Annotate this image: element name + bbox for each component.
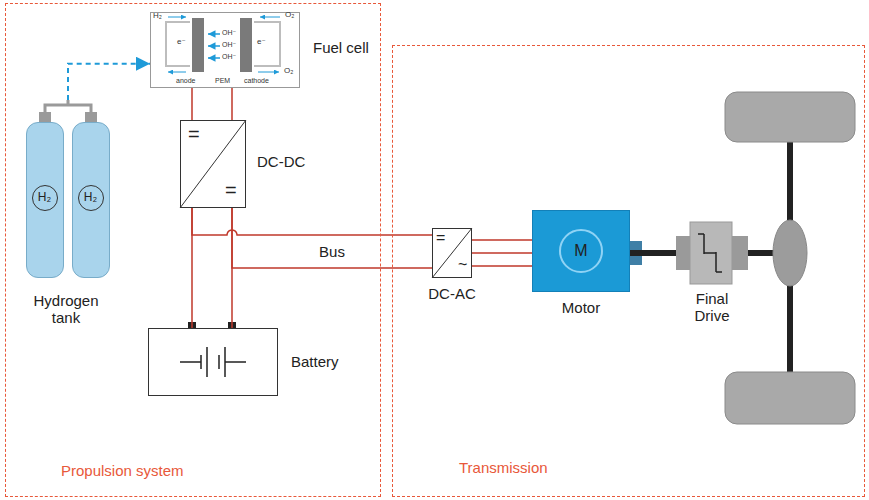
symbol-text: H₂ <box>78 185 104 211</box>
node-label: Final Drive <box>682 290 742 325</box>
flow-arrow <box>168 72 186 73</box>
axle-assembly <box>725 92 855 424</box>
power-wire <box>192 88 232 120</box>
node-label: DC-AC <box>412 285 492 302</box>
tank-group: Hydrogen tank H₂ H₂ <box>20 100 112 332</box>
symbol-text: M <box>559 229 603 273</box>
symbol-text: = <box>188 123 200 146</box>
anode-plate <box>192 18 204 72</box>
cathode-channel <box>254 22 280 66</box>
part-label: OH⁻ <box>222 41 236 49</box>
node-label: Transmission <box>459 459 548 476</box>
ion-arrow <box>208 33 220 35</box>
converter-diagonal <box>180 120 246 208</box>
hydrogen-cylinder: H₂ <box>26 122 64 278</box>
part-label: anode <box>176 77 195 85</box>
final-drive: Final Drive <box>676 222 748 284</box>
part-label: H₂ <box>153 12 162 21</box>
dc-ac-inverter: DC-AC=~ <box>432 228 472 278</box>
fuel-cell-interior <box>166 17 280 72</box>
battery-symbol <box>180 322 246 377</box>
hydrogen-feed <box>68 64 150 100</box>
final-drive-body <box>676 222 748 284</box>
wheel <box>725 372 855 424</box>
motor-box: MotorM <box>532 210 630 292</box>
tank-valves <box>39 100 97 122</box>
tank-valve <box>39 112 51 122</box>
drive-shaft <box>748 250 774 256</box>
symbol-text: H₂ <box>32 185 58 211</box>
differential <box>773 220 807 286</box>
power-wire <box>192 208 432 268</box>
inverter-diagonal <box>432 228 472 278</box>
ion-arrow <box>208 45 220 47</box>
anode-channel <box>166 22 190 66</box>
hydrogen-cylinder: H₂ <box>72 122 110 278</box>
flow-arrow <box>260 17 280 18</box>
part-label: OH⁻ <box>222 53 236 61</box>
battery-pack: Battery <box>148 328 278 396</box>
symbol-text: = <box>436 229 445 247</box>
dc-dc-converter: DC-DC== <box>180 120 246 208</box>
drive-shaft <box>630 250 676 256</box>
part-label: O₂ <box>284 67 293 76</box>
node-label: Hydrogen tank <box>26 292 106 327</box>
cathode-plate <box>240 18 252 72</box>
part-label: e⁻ <box>177 38 186 47</box>
symbol-text: ~ <box>458 256 467 274</box>
bus-label: Bus <box>317 243 347 260</box>
part-label: e⁻ <box>257 38 266 47</box>
power-wire <box>472 240 532 266</box>
tank-manifold <box>45 100 91 112</box>
symbol-text: = <box>225 179 237 202</box>
cell-symbol <box>180 347 246 377</box>
region-band: TransmissionDC-AC=~MotorMFinal Drive <box>392 45 865 497</box>
node-label: Propulsion system <box>61 462 184 479</box>
ion-arrow <box>208 57 220 59</box>
node-label: Battery <box>291 353 339 370</box>
node-label: Fuel cell <box>313 39 369 56</box>
node-label: Motor <box>532 299 630 316</box>
fuel-cell-stack: Fuel cell <box>150 12 300 88</box>
wheel <box>725 92 855 142</box>
node-label: DC-DC <box>257 153 305 170</box>
gear-symbol <box>698 234 722 272</box>
power-wire <box>192 208 232 328</box>
part-label: cathode <box>244 77 269 85</box>
part-label: O₂ <box>285 11 294 20</box>
drive-flange <box>676 236 690 270</box>
part-label: OH⁻ <box>222 29 236 37</box>
tank-valve <box>85 112 97 122</box>
part-label: PEM <box>215 77 230 85</box>
drive-housing <box>690 222 732 284</box>
flow-arrow <box>258 72 279 73</box>
drive-flange <box>732 236 748 270</box>
flow-arrow <box>168 17 186 18</box>
